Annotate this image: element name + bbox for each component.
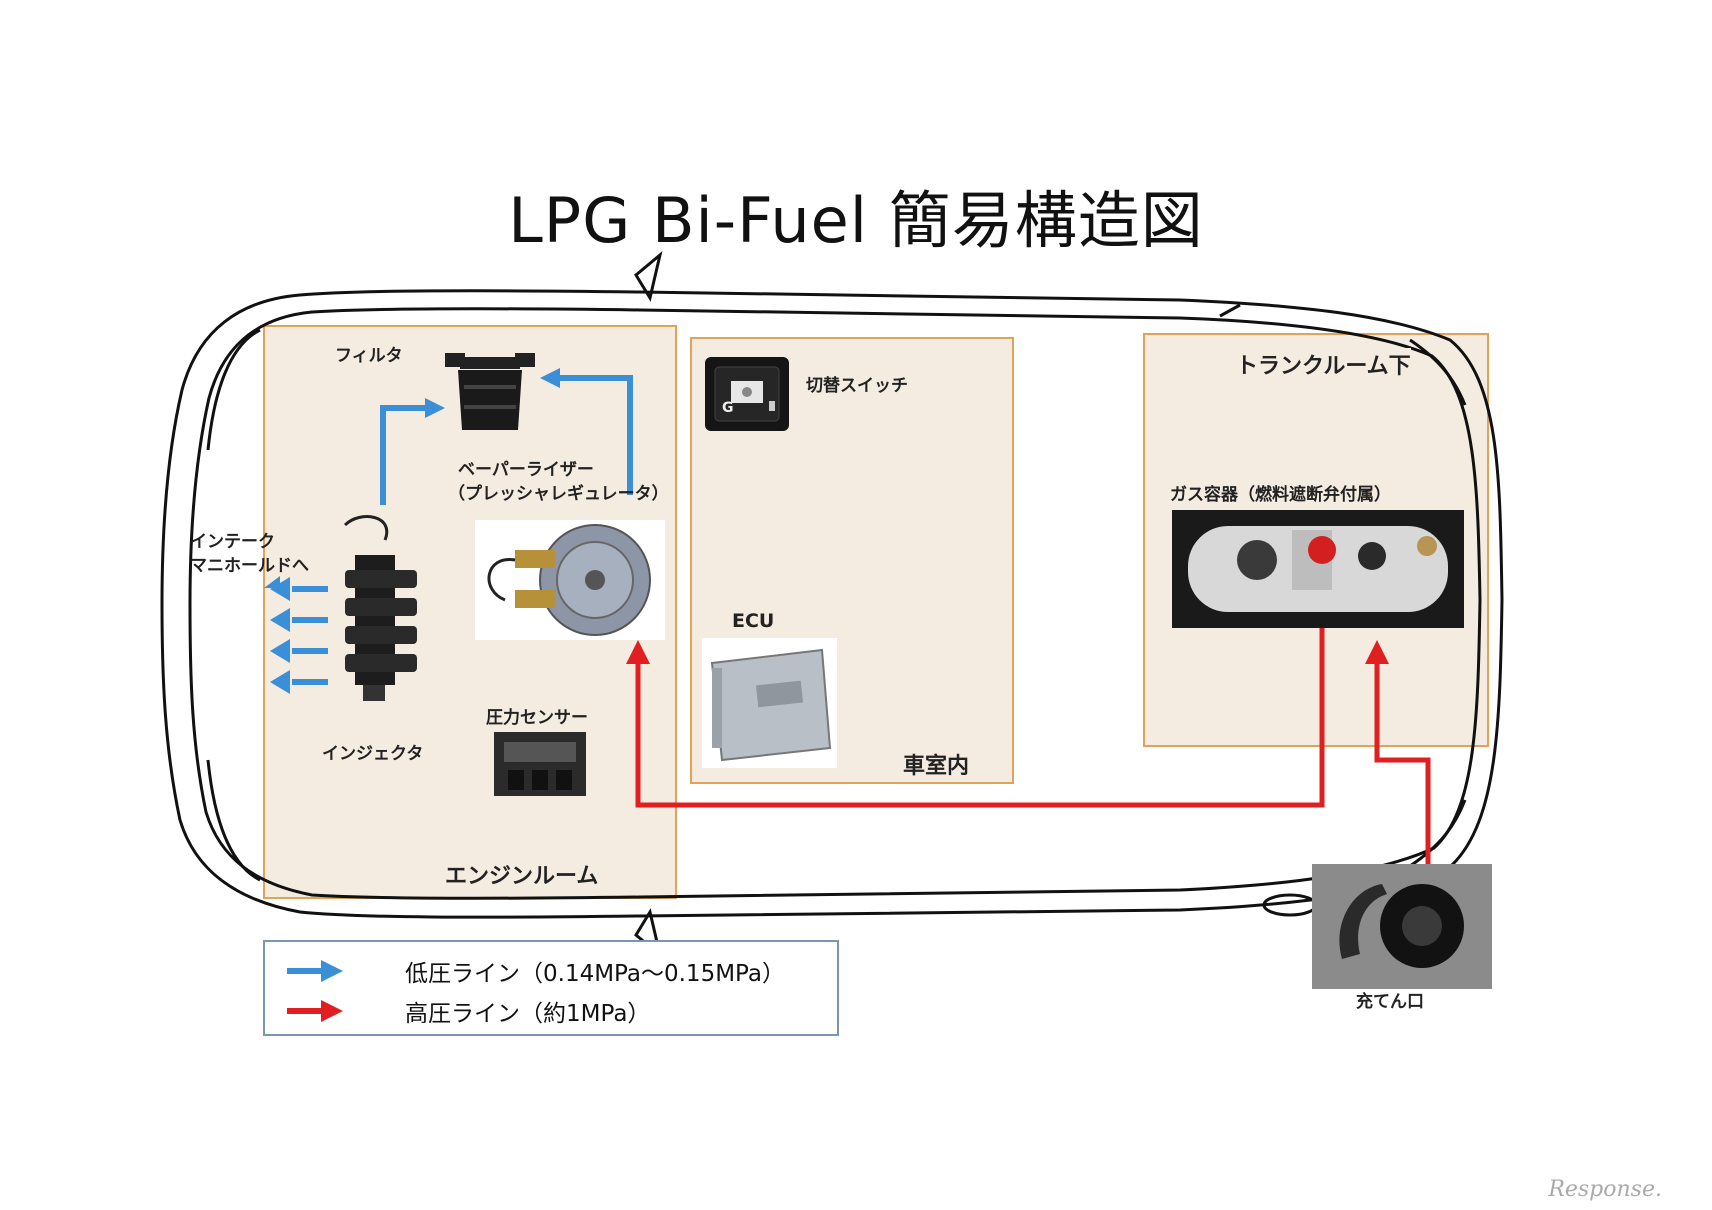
intake-arrows <box>270 577 328 694</box>
vaporizer-label-2: （プレッシャレギュレータ） <box>448 484 669 504</box>
red-arrow-icon <box>287 1000 343 1022</box>
injector-label: インジェクタ <box>322 744 424 764</box>
engine-room-label: エンジンルーム <box>445 858 599 890</box>
high-pressure-lines <box>635 628 1431 868</box>
watermark: Response. <box>1548 1177 1662 1202</box>
switch-label: 切替スイッチ <box>806 376 908 396</box>
low-pressure-lines <box>380 375 633 505</box>
legend-high-pressure: 高圧ライン（約1MPa） <box>285 994 650 1028</box>
cabin-label: 車室内 <box>903 748 970 780</box>
gas-tank-image <box>1172 510 1464 628</box>
ecu-label: ECU <box>732 610 775 632</box>
trunk-label: トランクルーム下 <box>1236 348 1411 380</box>
legend-low-pressure: 低圧ライン（0.14MPa～0.15MPa） <box>285 954 785 988</box>
intake-label-1: インテーク <box>190 532 275 552</box>
vaporizer-label-1: ベーパーライザー <box>458 460 594 480</box>
diagram-title: LPG Bi-Fuel 簡易構造図 <box>508 184 1204 257</box>
legend-low-pressure-text: 低圧ライン（0.14MPa～0.15MPa） <box>405 961 785 987</box>
switch-letter: G <box>722 400 734 416</box>
vaporizer-image <box>475 520 665 640</box>
blue-arrow-icon <box>287 960 343 982</box>
pressure-sensor-label: 圧力センサー <box>486 708 588 728</box>
switch-image <box>705 357 789 431</box>
intake-label-2: マニホールドへ <box>190 556 309 576</box>
filter-image <box>445 353 535 430</box>
ecu-image <box>702 638 837 768</box>
legend-high-pressure-text: 高圧ライン（約1MPa） <box>405 1001 651 1027</box>
injector-image <box>343 515 417 701</box>
pressure-sensor-image <box>494 732 586 796</box>
filler-image <box>1312 864 1492 989</box>
filler-label: 充てん口 <box>1356 992 1424 1012</box>
gas-tank-label: ガス容器（燃料遮断弁付属） <box>1170 485 1391 505</box>
legend: 低圧ライン（0.14MPa～0.15MPa） 高圧ライン（約1MPa） <box>263 940 839 1036</box>
filter-label: フィルタ <box>335 346 403 366</box>
